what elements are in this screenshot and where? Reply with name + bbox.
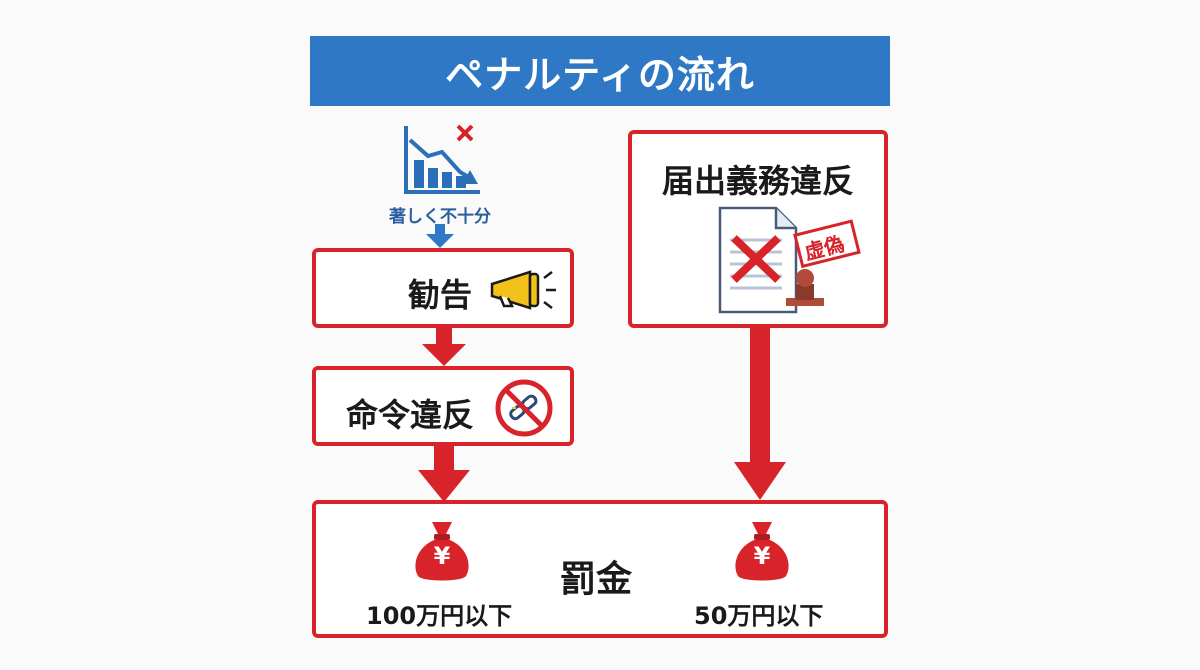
small-down-arrow xyxy=(424,224,456,248)
trigger-label: 著しく不十分 xyxy=(389,207,491,227)
yen-symbol-left: ¥ xyxy=(433,542,451,570)
forged-document-icon: 虚偽 xyxy=(716,204,866,316)
recommendation-label: 勧告 xyxy=(408,276,473,314)
money-bag-icon: ¥ xyxy=(730,518,794,584)
recommendation-box: 勧告 xyxy=(312,248,574,328)
yen-symbol-right: ¥ xyxy=(753,542,771,570)
page-title: ペナルティの流れ xyxy=(310,36,890,106)
megaphone-icon xyxy=(486,268,558,312)
money-bag-icon: ¥ xyxy=(410,518,474,584)
arrow-down-long xyxy=(732,328,788,500)
notification-violation-box: 届出義務違反 虚偽 xyxy=(628,130,888,328)
left-amount: 100万円以下 xyxy=(366,602,513,630)
fine-label: 罰金 xyxy=(560,559,633,600)
declining-chart-icon xyxy=(398,122,488,200)
arrow-down-1 xyxy=(420,328,468,366)
no-chain-icon xyxy=(494,378,554,438)
order-violation-label: 命令違反 xyxy=(346,396,475,434)
notification-violation-label: 届出義務違反 xyxy=(662,162,855,200)
right-amount: 50万円以下 xyxy=(694,602,824,630)
arrow-down-2 xyxy=(416,446,472,502)
order-violation-box: 命令違反 xyxy=(312,366,574,446)
fine-box: ¥ 100万円以下 罰金 ¥ 50万円以下 xyxy=(312,500,888,638)
